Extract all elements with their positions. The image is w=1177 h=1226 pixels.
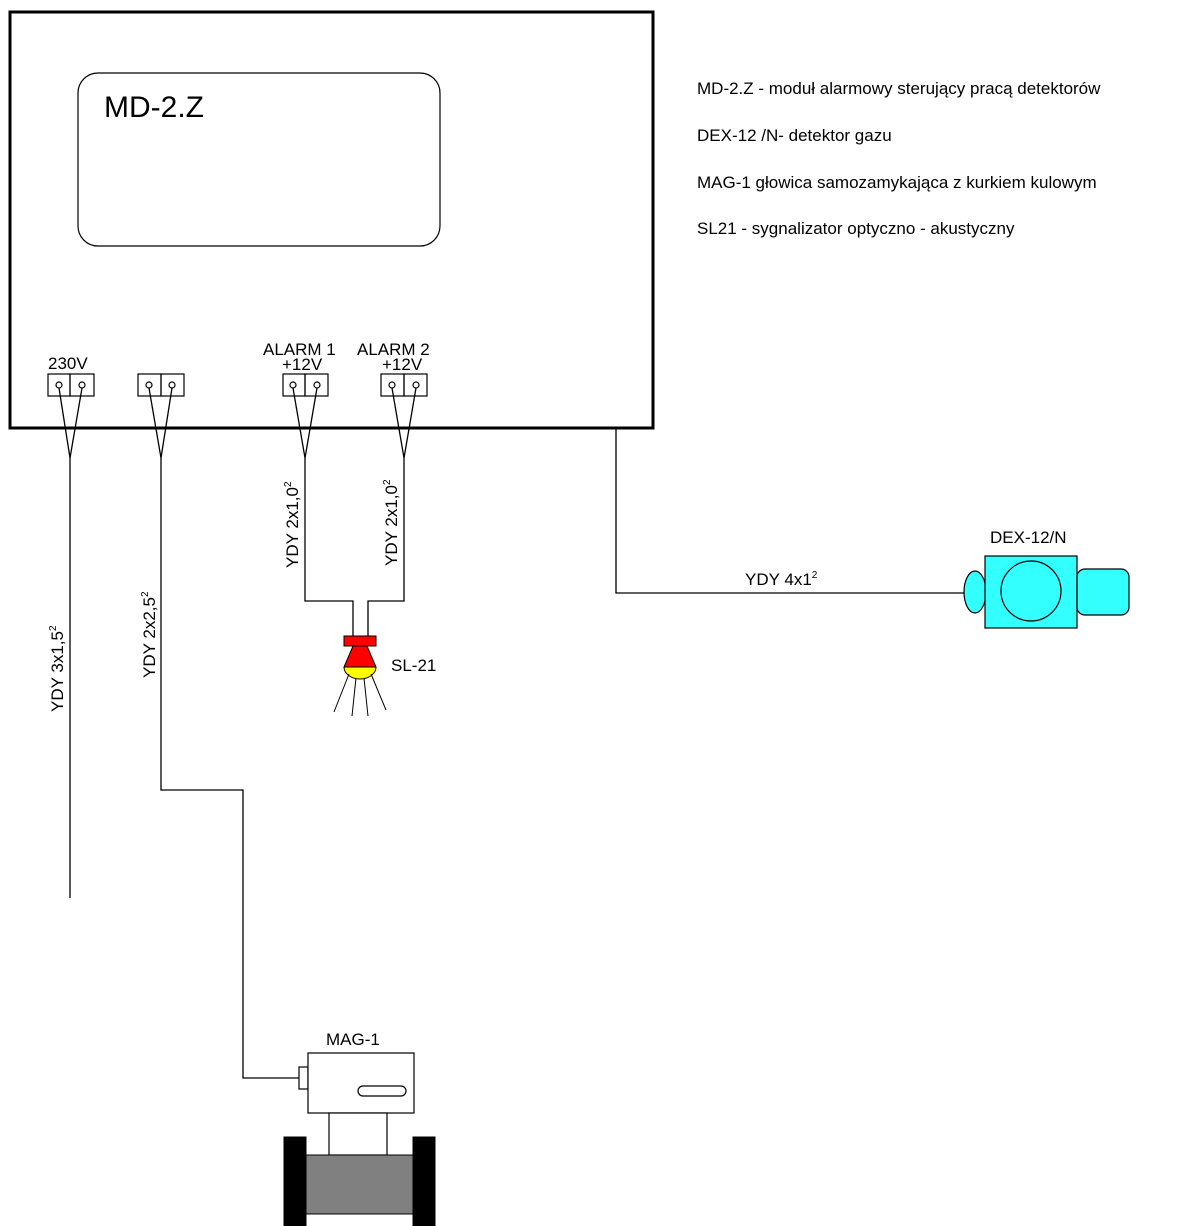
wire-power	[58, 387, 83, 898]
legend-item-dex12: DEX-12 /N- detektor gazu	[697, 126, 892, 145]
wire-detector	[615, 428, 965, 594]
terminal-block-valve	[137, 373, 185, 397]
siren-icon	[333, 635, 387, 717]
cable-label-alarm2: YDY 2x1,02	[382, 479, 401, 566]
gas-detector-icon	[963, 555, 1130, 629]
wire-alarm2	[367, 387, 417, 636]
cable-label-power: YDY 3x1,52	[48, 625, 67, 712]
cable-label-detector: YDY 4x12	[745, 570, 818, 589]
alarm2-terminal-label: ALARM 2	[357, 340, 430, 359]
detector-label: DEX-12/N	[990, 528, 1067, 547]
alarm1-voltage-label: +12V	[282, 355, 323, 374]
terminal-block-230v	[47, 373, 95, 397]
alarm2-voltage-label: +12V	[382, 355, 423, 374]
cable-label-alarm1: YDY 2x1,02	[283, 481, 302, 568]
md2z-display-panel	[77, 72, 441, 247]
siren-label: SL-21	[391, 656, 436, 675]
legend-item-sl21: SL21 - sygnalizator optyczno - akustyczn…	[697, 219, 1015, 238]
legend-item-md2z: MD-2.Z - moduł alarmowy sterujący pracą …	[697, 79, 1101, 98]
valve-icon	[283, 1052, 436, 1226]
legend-item-mag1: MAG-1 głowica samozamykająca z kurkiem k…	[697, 173, 1097, 192]
valve-label: MAG-1	[326, 1030, 380, 1049]
md2z-module-box	[8, 10, 655, 430]
wire-alarm1	[292, 387, 354, 636]
wire-valve	[148, 387, 301, 1079]
alarm1-terminal-label: ALARM 1	[263, 340, 336, 359]
terminal-block-alarm1	[282, 373, 329, 397]
terminal-block-alarm2	[380, 373, 428, 397]
cable-label-valve: YDY 2x2,52	[140, 591, 159, 678]
module-title: MD-2.Z	[104, 91, 204, 124]
power-terminal-label: 230V	[48, 354, 88, 373]
